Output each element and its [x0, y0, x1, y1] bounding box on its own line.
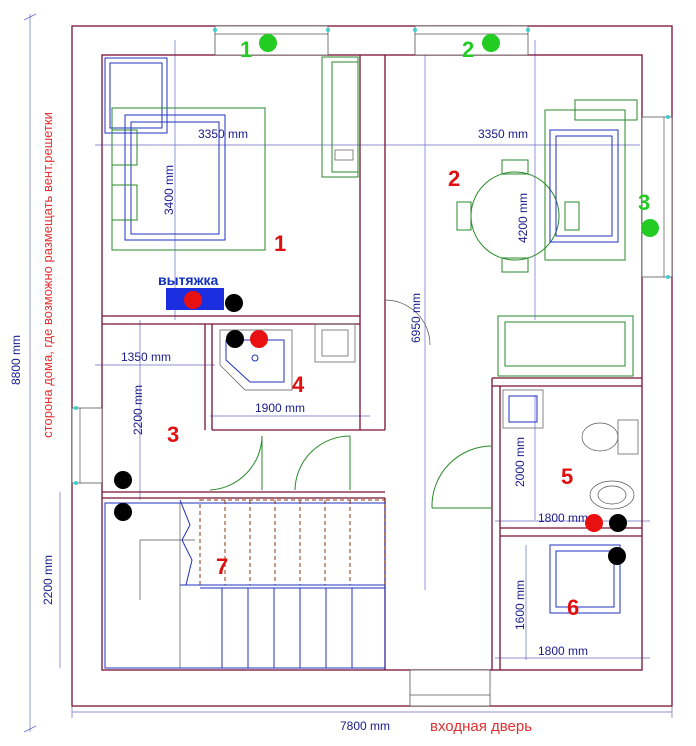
bedroom-furniture [104, 56, 359, 251]
vent-markers: 1 2 3 [240, 34, 659, 237]
vent-dot-1 [259, 34, 277, 52]
dimension-room6-width: 1800 mm [538, 644, 588, 658]
vent-dot-3 [641, 219, 659, 237]
dimension-room2-depth: 4200 mm [516, 193, 530, 243]
dimension-room5-depth: 2000 mm [513, 437, 527, 487]
dimension-room1-depth: 3400 mm [162, 165, 176, 215]
room-number-5: 5 [561, 464, 573, 489]
vent-side-note: сторона дома, где возможно размещать вен… [40, 112, 55, 438]
red-dot [585, 514, 603, 532]
doors [209, 299, 493, 509]
black-dot [225, 294, 243, 312]
room-number-7: 7 [216, 554, 228, 579]
dimension-room2-width: 3350 mm [478, 127, 528, 141]
dimension-room3-width: 1350 mm [121, 350, 171, 364]
dimension-lines [23, 13, 673, 733]
dimension-room3-depth: 2200 mm [131, 385, 145, 435]
entrance-label: входная дверь [430, 718, 532, 735]
windows [71, 25, 673, 707]
vent-number-3: 3 [638, 190, 650, 215]
dimension-room5-width: 1800 mm [538, 511, 588, 525]
vent-number-2: 2 [462, 37, 474, 62]
red-dot [250, 330, 268, 348]
black-dot [609, 514, 627, 532]
red-dot [184, 291, 202, 309]
room-number-3: 3 [167, 422, 179, 447]
room-numbers: 1 2 3 4 5 6 7 [167, 166, 579, 620]
dimension-room1-width: 3350 mm [198, 127, 248, 141]
room-number-1: 1 [274, 231, 286, 256]
staircase [104, 499, 386, 669]
hood-label: вытяжка [158, 272, 219, 288]
dimension-room4-width: 1900 mm [255, 401, 305, 415]
black-dot [114, 503, 132, 521]
interior-walls [102, 55, 642, 670]
black-dot [608, 547, 626, 565]
room-number-6: 6 [567, 595, 579, 620]
exterior-walls [71, 25, 673, 707]
dimension-total-height: 8800 mm [9, 335, 23, 385]
room-number-2: 2 [448, 166, 460, 191]
dimension-room6-depth: 1600 mm [513, 580, 527, 630]
vent-number-1: 1 [240, 37, 252, 62]
marker-points [114, 291, 627, 565]
vent-dot-2 [482, 34, 500, 52]
wc-fixtures [502, 389, 639, 614]
dimension-labels: 8800 mm 7800 mm 3350 mm 3400 mm 3350 mm … [9, 127, 588, 733]
room-number-4: 4 [292, 372, 305, 397]
black-dot [114, 471, 132, 489]
living-room-furniture [456, 99, 638, 377]
dimension-total-width: 7800 mm [340, 719, 390, 733]
dimension-corridor-length: 6950 mm [409, 293, 423, 343]
black-dot [226, 330, 244, 348]
bathroom-fixtures [219, 323, 356, 391]
dimension-stair-depth: 2200 mm [41, 555, 55, 605]
